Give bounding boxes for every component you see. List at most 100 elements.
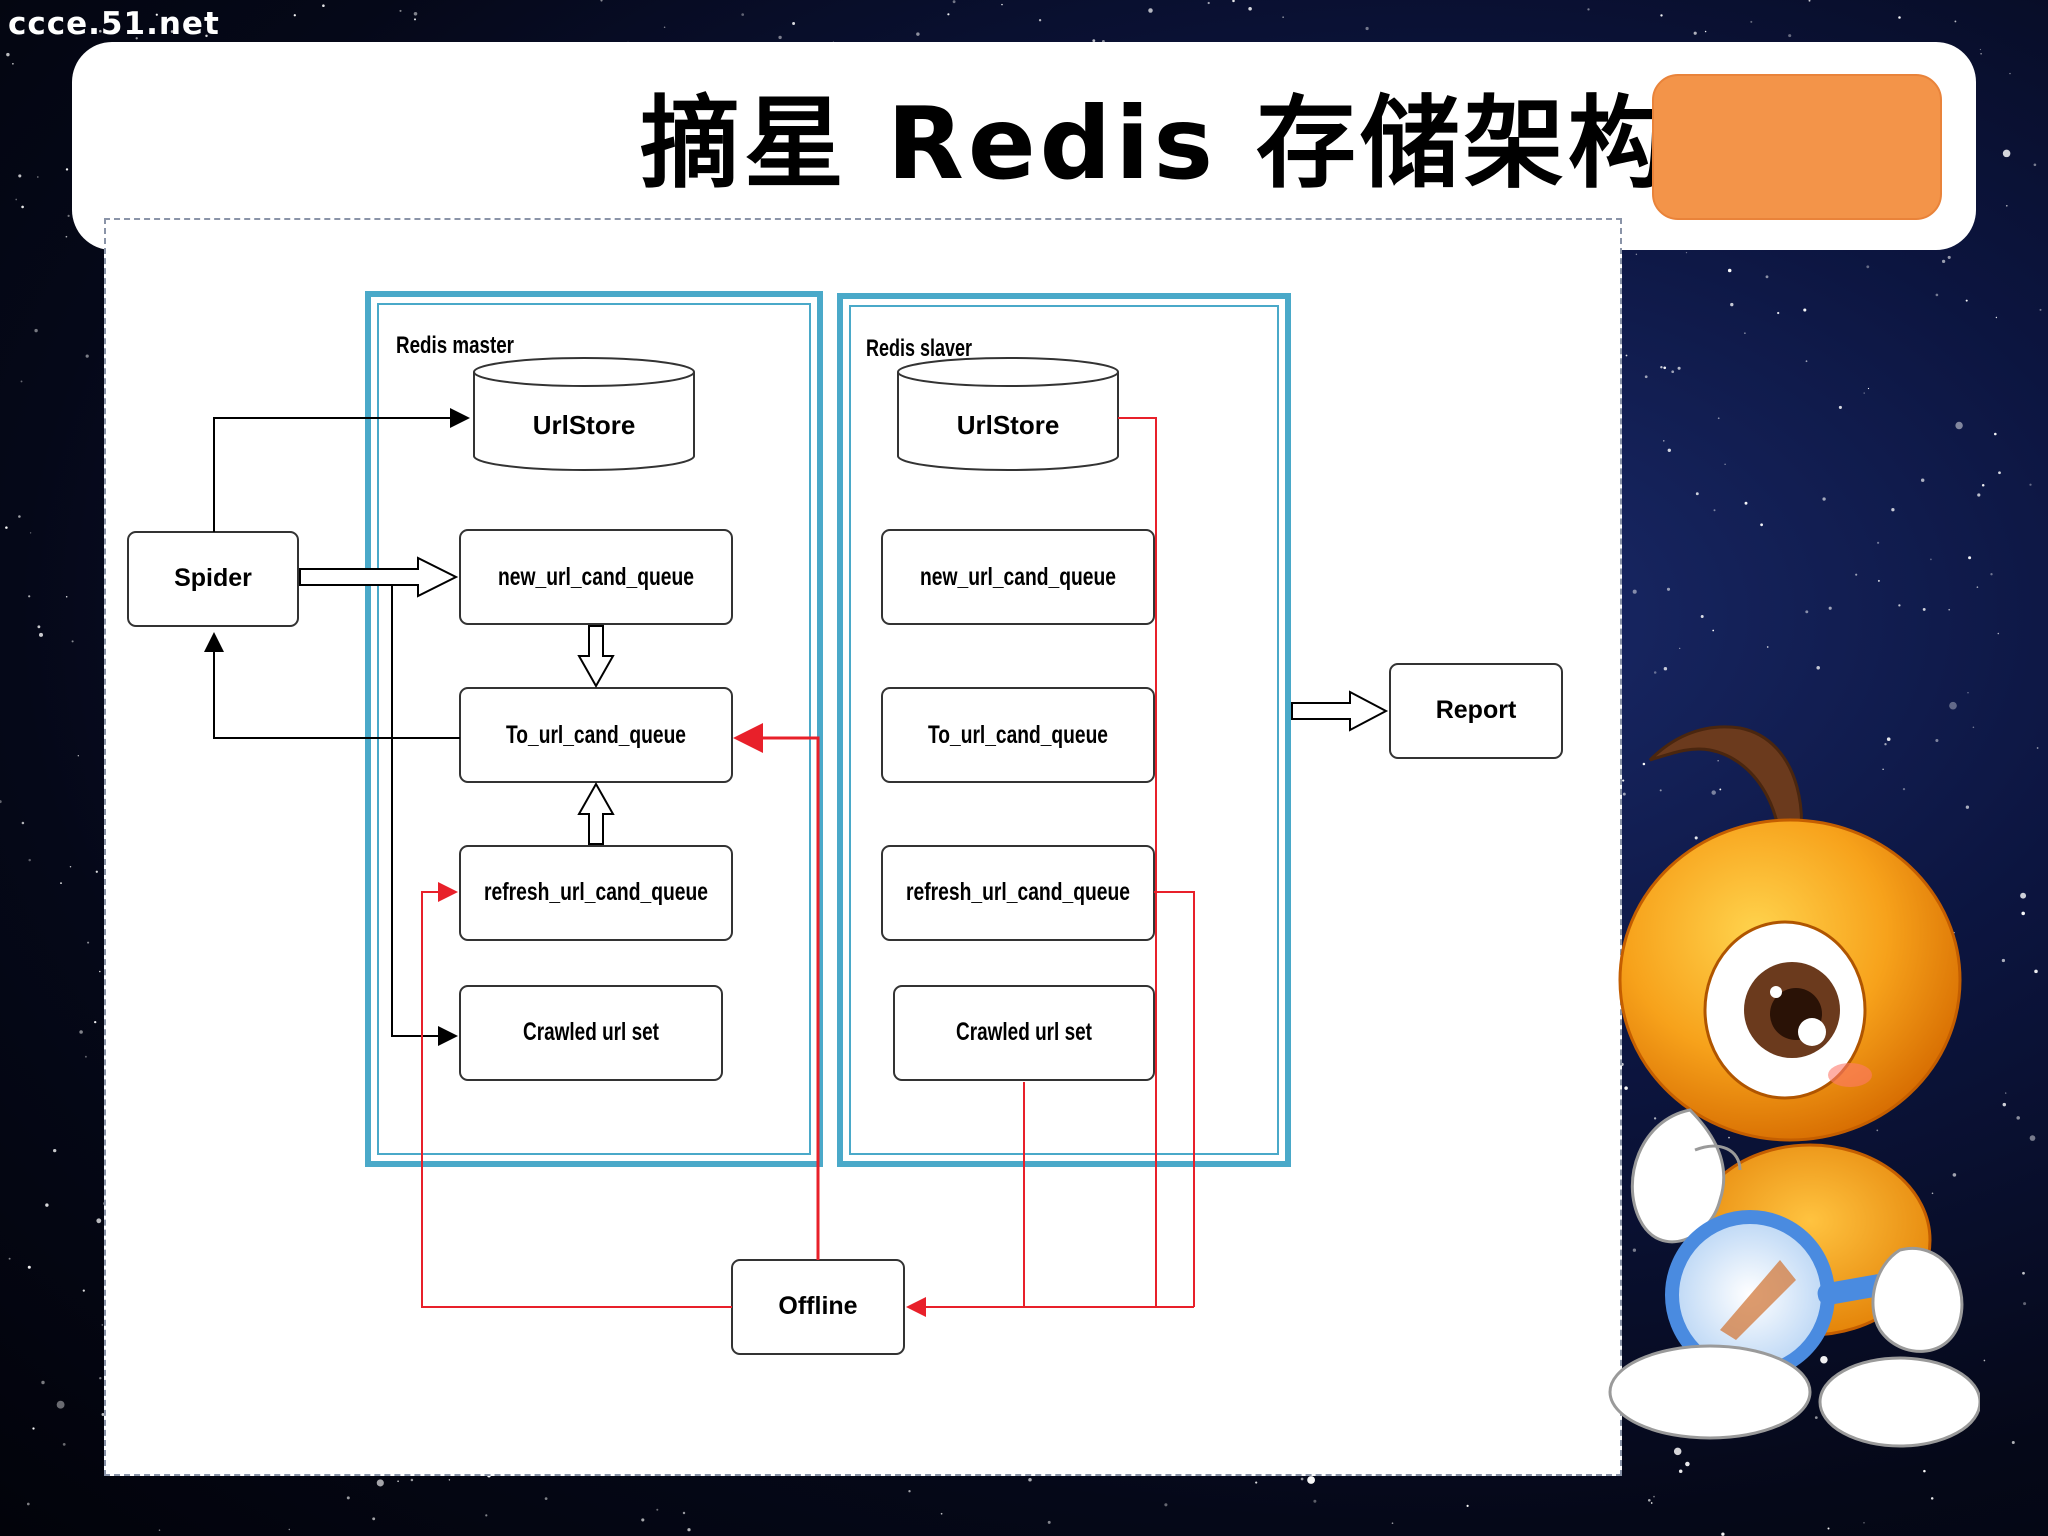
master-refresh-queue-box (459, 845, 733, 941)
star (1816, 666, 1820, 670)
star (1685, 251, 1688, 254)
star (1948, 608, 1951, 611)
star (1947, 255, 1951, 259)
star (1679, 647, 1681, 650)
star (2029, 483, 2032, 486)
star (376, 1479, 384, 1487)
page-title: 摘星 Redis 存储架构 (640, 85, 1672, 202)
star (2011, 1441, 2015, 1444)
star (952, 0, 956, 4)
star (1983, 1359, 1986, 1362)
star (1207, 1, 1210, 5)
star (1949, 701, 1957, 710)
star (41, 1380, 45, 1385)
star (1685, 1461, 1690, 1467)
star (1164, 1503, 1168, 1507)
star (1717, 417, 1720, 420)
star (741, 13, 745, 16)
mascot-hand-right (1871, 1247, 1964, 1353)
star (1805, 610, 1809, 614)
star (1678, 1469, 1683, 1474)
star (85, 354, 89, 358)
star (99, 1377, 102, 1380)
star (399, 9, 402, 12)
star (372, 1517, 376, 1521)
star (1965, 299, 1968, 302)
star (1931, 1192, 1934, 1195)
star (1255, 1481, 1258, 1484)
star (1047, 1520, 1051, 1524)
star (908, 1490, 911, 1493)
slaver-crawled-set-box (893, 985, 1155, 1081)
star (413, 12, 418, 16)
star (1863, 1521, 1865, 1524)
star (1979, 48, 1981, 51)
mascot-hand-left (1630, 1108, 1742, 1244)
star (135, 37, 138, 40)
star (34, 328, 38, 333)
star (84, 1055, 87, 1058)
master-to-queue-label: To_url_cand_queue (506, 721, 686, 749)
master-new-queue-label: new_url_cand_queue (498, 563, 694, 591)
star (1622, 792, 1626, 796)
star (1300, 1477, 1304, 1481)
star (1863, 392, 1865, 394)
star (82, 1289, 85, 1292)
master-urlstore-cylinder (473, 357, 695, 471)
star (1994, 432, 1997, 436)
red-connectors (421, 417, 1195, 1317)
star (1712, 629, 1715, 632)
star (1671, 370, 1675, 374)
star (87, 941, 90, 944)
star (28, 858, 31, 862)
star (53, 1148, 57, 1153)
star (2039, 308, 2042, 311)
star (1803, 308, 1807, 312)
star (99, 29, 102, 33)
star (2022, 1271, 2025, 1275)
star (1866, 265, 1870, 269)
star (1788, 34, 1792, 38)
star (413, 18, 417, 21)
star (1884, 743, 1887, 746)
star (12, 62, 14, 65)
star (1660, 14, 1663, 17)
star (1719, 788, 1722, 791)
star (1930, 558, 1932, 561)
redis-slaver-label: Redis slaver (866, 335, 972, 362)
star (1391, 1522, 1394, 1525)
star (67, 214, 70, 217)
star (2034, 969, 2038, 974)
star (1622, 779, 1625, 782)
star (95, 870, 98, 873)
star (2033, 163, 2037, 167)
slaver-new-queue-label: new_url_cand_queue (920, 563, 1116, 591)
star (1972, 726, 1975, 729)
slaver-to-queue-label: To_url_cand_queue (928, 721, 1108, 749)
slaver-refresh-queue-label: refresh_url_cand_queue (906, 878, 1130, 906)
star (1902, 787, 1906, 791)
star (1935, 293, 1939, 297)
star (1694, 836, 1698, 840)
star (544, 1497, 548, 1500)
spider-label: Spider (174, 564, 252, 592)
star (6, 52, 10, 57)
star (1997, 632, 2000, 635)
star (663, 26, 666, 29)
star (2036, 747, 2039, 749)
antenna (1648, 725, 1803, 887)
star (1038, 19, 1042, 22)
star (1923, 1469, 1926, 1473)
eye-icon (1703, 920, 1867, 1100)
star (1148, 8, 1153, 13)
star (1876, 1129, 1879, 1132)
star (1721, 1532, 1725, 1536)
star (1750, 20, 1753, 23)
star (1647, 1498, 1651, 1502)
star (21, 821, 25, 825)
star (32, 1427, 35, 1430)
star (1632, 1248, 1637, 1252)
star (641, 1518, 645, 1522)
star (410, 1478, 414, 1482)
master-new-queue-box (459, 529, 733, 625)
